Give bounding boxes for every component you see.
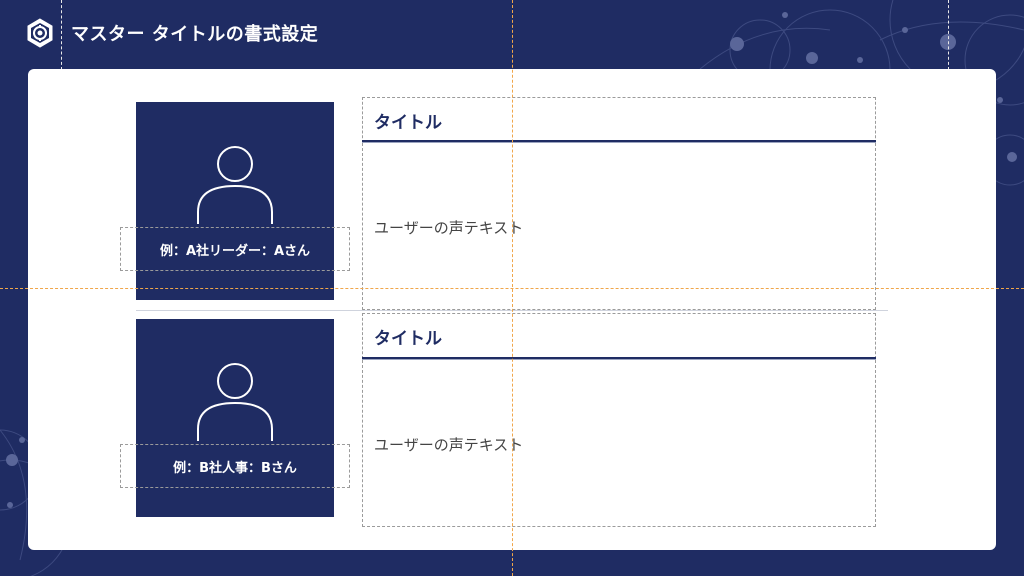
card-title: タイトル [374,113,442,133]
card-body-text: ユーザーの声テキスト [374,436,524,454]
title-placeholder-1[interactable]: タイトル [362,97,876,143]
title-underline-1 [362,140,876,143]
hex-gear-icon [27,18,53,48]
body-placeholder-2[interactable]: ユーザーの声テキスト [362,360,876,527]
page-title[interactable]: マスター タイトルの書式設定 [71,24,319,45]
guide-line-right [948,0,949,70]
title-placeholder-2[interactable]: タイトル [362,313,876,359]
avatar-panel-2[interactable] [136,319,334,517]
person-name-label: 例：A社リーダー：Aさん [159,243,311,259]
person-icon [197,146,273,224]
name-placeholder-2[interactable]: 例：B社人事：Bさん [120,444,350,488]
body-placeholder-1[interactable]: ユーザーの声テキスト [362,143,876,310]
card-title: タイトル [374,329,442,349]
card-body-text: ユーザーの声テキスト [374,219,524,237]
avatar-panel-1[interactable] [136,102,334,300]
person-icon [197,363,273,441]
name-placeholder-1[interactable]: 例：A社リーダー：Aさん [120,227,350,271]
guide-line-horizontal-center [0,288,1024,289]
title-underline-2 [362,357,876,360]
person-name-label: 例：B社人事：Bさん [173,460,297,476]
guide-line-left [61,0,62,70]
